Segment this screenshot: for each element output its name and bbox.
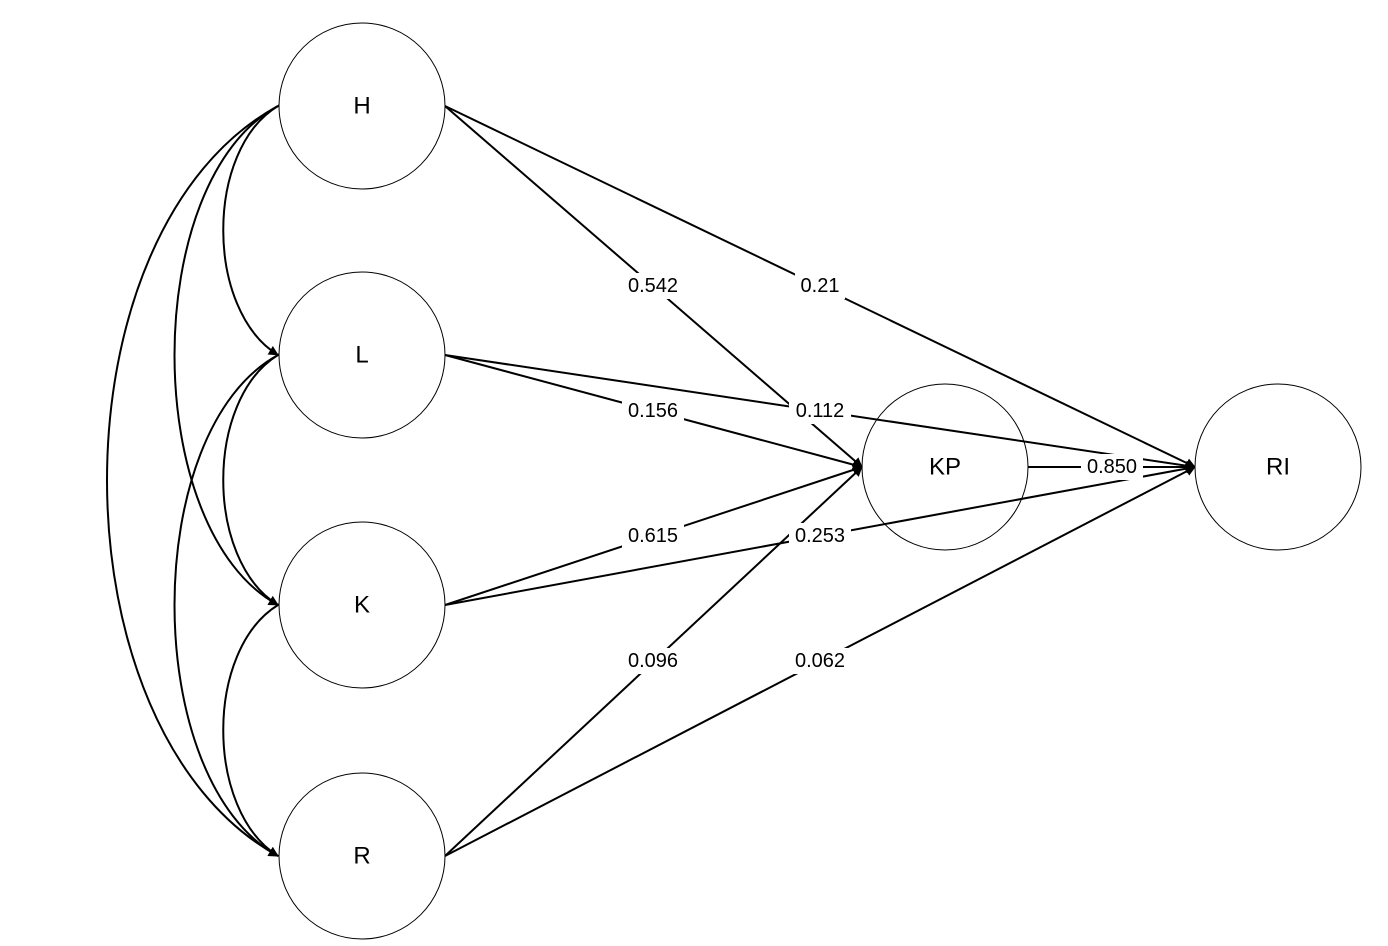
- node-h-label: H: [353, 93, 370, 120]
- corr-h-r: [106, 97, 289, 857]
- coef-r-kp: 0.096: [628, 650, 678, 672]
- coef-l-ri: 0.112: [796, 400, 845, 422]
- corr-h-k: [173, 97, 289, 606]
- coef-k-kp: 0.615: [628, 525, 678, 547]
- node-ri-label: RI: [1266, 454, 1290, 481]
- node-l: L: [278, 271, 446, 439]
- coef-h-ri: 0.21: [801, 275, 840, 297]
- nodes: H L K R KP RI: [278, 22, 1362, 940]
- node-l-label: L: [355, 342, 368, 369]
- node-kp: KP: [861, 383, 1029, 551]
- coef-l-kp: 0.156: [628, 400, 678, 422]
- node-r: R: [278, 772, 446, 940]
- coef-r-ri: 0.062: [795, 650, 845, 672]
- directed-paths: [444, 105, 1196, 857]
- corr-l-k: [222, 345, 289, 606]
- correlation-arcs: [106, 96, 289, 857]
- corr-h-l: [222, 96, 289, 356]
- node-r-label: R: [353, 843, 370, 870]
- coefficient-labels: 0.542 0.21 0.156 0.112 0.615 0.253 0.096…: [622, 273, 1143, 674]
- coef-h-kp: 0.542: [628, 275, 678, 297]
- corr-l-r: [173, 346, 289, 857]
- corr-k-r: [222, 595, 289, 857]
- node-k: K: [278, 521, 446, 689]
- node-h: H: [278, 22, 446, 190]
- node-ri: RI: [1194, 383, 1362, 551]
- node-k-label: K: [354, 592, 370, 619]
- node-kp-label: KP: [929, 454, 961, 481]
- coef-k-ri: 0.253: [795, 525, 845, 547]
- coef-kp-ri: 0.850: [1087, 456, 1137, 478]
